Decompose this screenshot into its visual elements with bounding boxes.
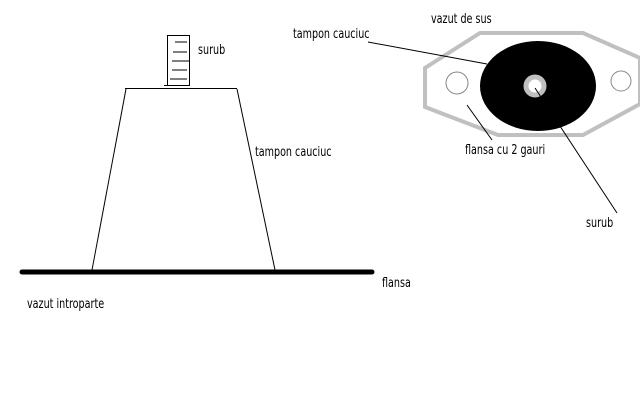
leader-bolt [534, 87, 618, 214]
top-flange-label: flansa cu 2 gauri [465, 143, 546, 158]
flange-hole-left [445, 71, 469, 95]
side-rubber-label: tampon cauciuc [255, 145, 332, 160]
flange-top [423, 31, 640, 137]
leader-flange [466, 104, 493, 141]
side-bolt-label: surub [198, 43, 226, 58]
top-caption: vazut de sus [431, 12, 492, 27]
side-flange-label: flansa [382, 276, 411, 291]
leader-rubber [367, 41, 488, 65]
flange-hole-right [610, 70, 632, 92]
rubber-pad-side [91, 88, 276, 271]
side-caption: vazut introparte [27, 297, 105, 312]
side-view [19, 35, 375, 275]
bolt-side [164, 35, 190, 86]
top-bolt-label: surub [586, 216, 614, 231]
top-view [367, 31, 640, 214]
top-rubber-label: tampon cauciuc [293, 27, 370, 42]
bolt-top [523, 74, 547, 98]
